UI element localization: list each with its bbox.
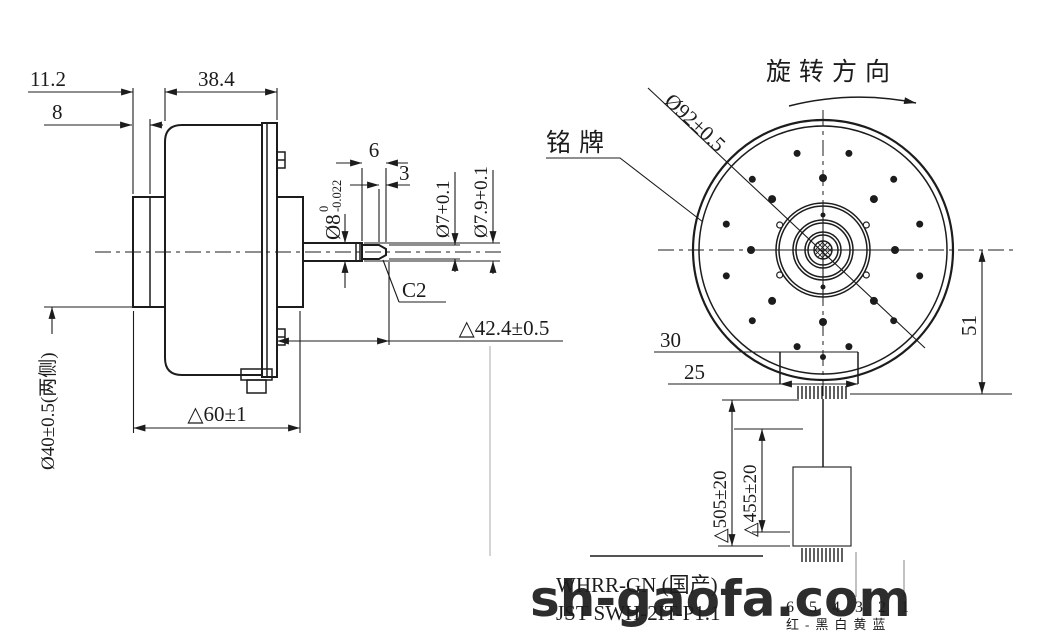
shaft-tol-upper: 0 — [317, 206, 331, 212]
watermark-text: sh-gaofa.com — [530, 570, 911, 628]
shaft-dia-main: Ø8 — [321, 214, 345, 240]
dim-3-label: 3 — [399, 161, 410, 185]
shaft-end-knurl — [813, 240, 833, 260]
plug-pins-hatch — [799, 548, 845, 562]
shaft-tip — [361, 244, 387, 260]
part-number-line1: WHRR-GN (国产) — [556, 573, 718, 597]
pin-numbers: 6 5 4 3 2 1 — [786, 599, 909, 616]
shaft-tol-lower: -0.022 — [330, 180, 344, 212]
lead-length-outer-label: △505±20 — [710, 470, 731, 543]
dim-8-label: 8 — [52, 100, 63, 124]
motor-body — [164, 124, 263, 376]
wire-colors-label: 红-黑白黄蓝 — [786, 617, 891, 632]
mounting-plate — [261, 122, 278, 378]
rotation-direction-arrow — [788, 96, 917, 107]
side-view: 11.2 38.4 8 6 3 C2 △42.4±0.5 △60±1 Ø8 0 … — [28, 67, 563, 470]
dim-38-4-label: 38.4 — [198, 67, 235, 91]
inner-circle — [698, 125, 948, 375]
dim-51-label: 51 — [957, 315, 981, 336]
pin-number-2: 2 — [878, 599, 886, 616]
chamfer-c2-label: C2 — [402, 278, 427, 302]
nameplate-label: 铭牌 — [546, 129, 612, 157]
dim-42-4-label: △42.4±0.5 — [459, 316, 550, 340]
pin-number-5: 5 — [809, 599, 817, 616]
dim-25-label: 25 — [684, 360, 705, 384]
dim-o7-9-label: Ø7.9+0.1 — [471, 166, 492, 238]
rotation-direction-label: 旋转方向 — [766, 58, 898, 86]
pin-number-1: 1 — [901, 599, 909, 616]
bolt-holes-inner-ring — [747, 174, 899, 360]
dim-6-label: 6 — [369, 138, 380, 162]
plug-body — [792, 466, 852, 547]
dim-60-label: △60±1 — [187, 402, 246, 426]
wire-exit-hatch — [797, 386, 847, 399]
outer-diameter-label: Ø92±0.5 — [660, 88, 730, 156]
pin-number-4: 4 — [832, 599, 840, 616]
outer-dia-leader — [647, 87, 926, 349]
dim-40-both-sides-label: Ø40±0.5(两侧) — [37, 352, 59, 470]
dim-11-2-label: 11.2 — [30, 67, 66, 91]
lead-length-inner-label: △455±20 — [740, 464, 761, 537]
nameplate-leader — [546, 157, 704, 223]
outer-circle — [691, 118, 955, 382]
bolt-holes-outer-ring — [722, 149, 924, 351]
vent-holes — [776, 221, 870, 279]
shaft-dia-tolerance: Ø8 0 -0.022 — [317, 180, 345, 240]
pin-number-3: 3 — [855, 599, 863, 616]
dim-o7-label: Ø7+0.1 — [433, 180, 454, 238]
part-number-line2: JST SWH-2IT-P1.1 — [556, 601, 721, 625]
connector-detail: WHRR-GN (国产) JST SWH-2IT-P1.1 6 5 4 3 2 … — [489, 346, 909, 632]
front-view: 旋转方向 Ø92±0.5 铭牌 30 25 51 — [546, 58, 1016, 597]
dim-30-label: 30 — [660, 328, 681, 352]
pin-number-6: 6 — [786, 599, 794, 616]
